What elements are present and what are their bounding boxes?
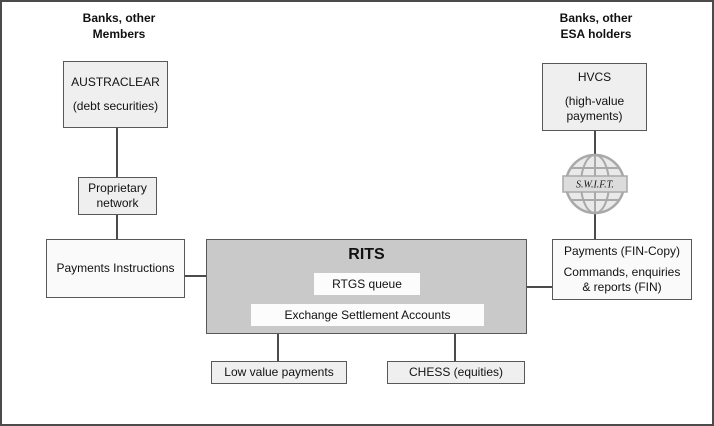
- swift-globe-icon: S.W.I.F.T.: [562, 153, 628, 215]
- chess-label: CHESS (equities): [408, 365, 504, 379]
- austraclear-subtitle: (debt securities): [72, 99, 159, 113]
- low-value-payments-label: Low value payments: [224, 365, 334, 379]
- chess-box: CHESS (equities): [387, 361, 525, 384]
- exchange-settlement-accounts-label: Exchange Settlement Accounts: [284, 308, 451, 322]
- payments-instructions-box: Payments Instructions: [46, 239, 185, 298]
- hvcs-title: HVCS: [577, 70, 612, 84]
- hvcs-box: HVCS (high-value payments): [542, 63, 647, 131]
- rtgs-queue-label: RTGS queue: [332, 277, 402, 291]
- exchange-settlement-accounts-box: Exchange Settlement Accounts: [251, 304, 484, 326]
- austraclear-box: AUSTRACLEAR (debt securities): [63, 61, 168, 128]
- connector-rits-chess: [454, 333, 456, 361]
- header-banks-members: Banks, other Members: [82, 11, 156, 41]
- payments-fin-line1: Payments (FIN-Copy): [563, 244, 681, 258]
- payments-instructions-label: Payments Instructions: [56, 261, 175, 275]
- connector-swift-payments-fin: [594, 211, 596, 239]
- connector-hvcs-swift: [594, 131, 596, 157]
- austraclear-title: AUSTRACLEAR: [71, 75, 160, 89]
- proprietary-network-box: Proprietary network: [78, 177, 157, 215]
- connector-proprietary-payments-instructions: [116, 215, 118, 239]
- rtgs-queue-box: RTGS queue: [314, 273, 420, 295]
- connector-rits-payments-fin: [527, 286, 552, 288]
- rits-box: RITS RTGS queue Exchange Settlement Acco…: [206, 239, 527, 334]
- connector-rits-low-value: [277, 333, 279, 361]
- low-value-payments-box: Low value payments: [211, 361, 347, 384]
- rits-title: RITS: [348, 246, 385, 263]
- connector-austraclear-proprietary: [116, 128, 118, 177]
- payments-fin-line2: Commands, enquiries & reports (FIN): [563, 265, 681, 294]
- connector-payments-instructions-rits: [185, 275, 206, 277]
- proprietary-network-label: Proprietary network: [88, 181, 147, 210]
- header-banks-esa-holders: Banks, other ESA holders: [559, 11, 633, 41]
- swift-label: S.W.I.F.T.: [576, 180, 614, 191]
- payments-fin-box: Payments (FIN-Copy) Commands, enquiries …: [552, 239, 692, 300]
- hvcs-subtitle: (high-value payments): [564, 94, 625, 123]
